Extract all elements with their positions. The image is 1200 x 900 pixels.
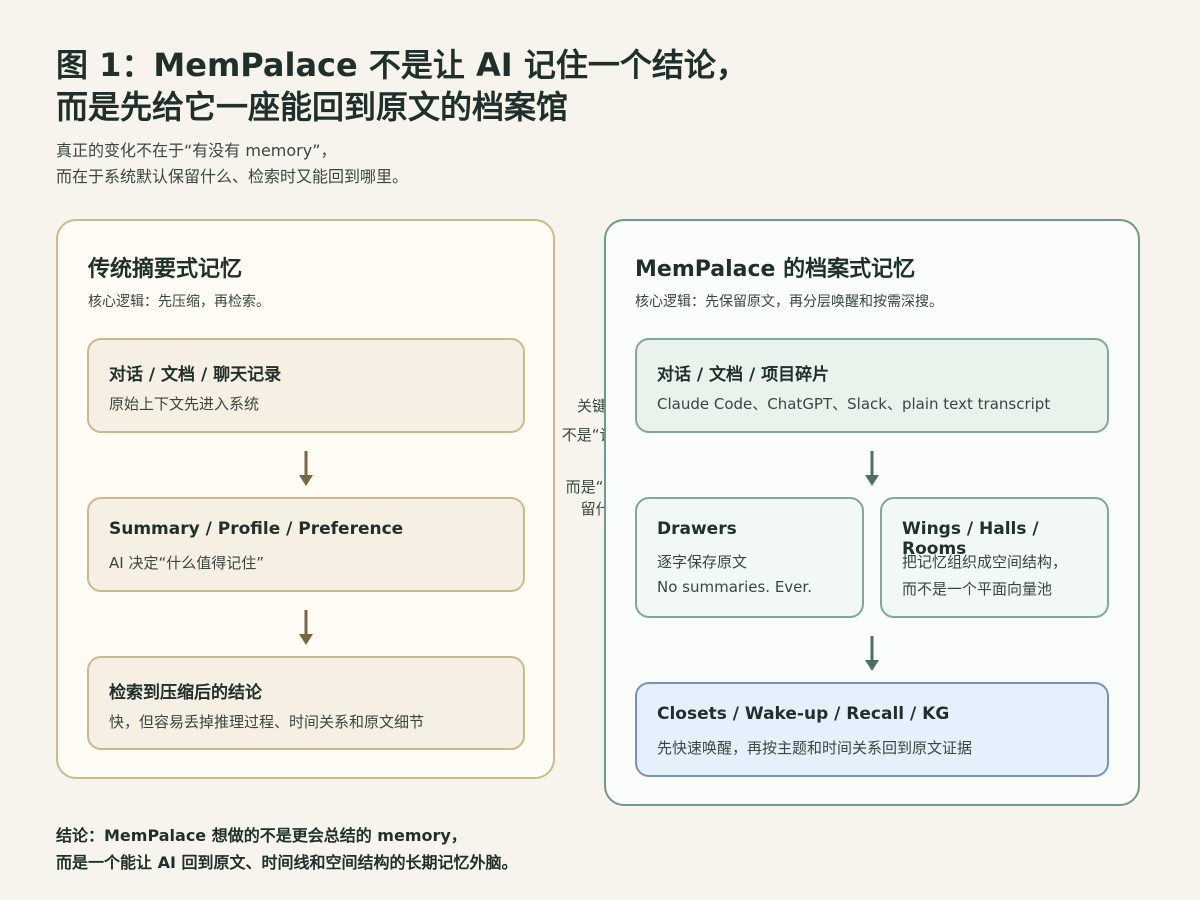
- figure-title: 图 1：MemPalace 不是让 AI 记住一个结论， 而是先给它一座能回到原…: [56, 44, 748, 128]
- arrow-down-icon: [299, 610, 313, 646]
- drawers-line2: No summaries. Ever.: [657, 578, 812, 596]
- figure-subtitle-line2: 而在于系统默认保留什么、检索时又能回到哪里。: [56, 167, 409, 186]
- drawers-title: Drawers: [657, 519, 737, 539]
- summary-box: Summary / Profile / Preference AI 决定“什么值…: [87, 497, 525, 592]
- drawers-line1: 逐字保存原文: [657, 553, 748, 571]
- raw-input-box: 对话 / 文档 / 聊天记录 原始上下文先进入系统: [87, 338, 525, 433]
- figure-subtitle: 真正的变化不在于“有没有 memory”， 而在于系统默认保留什么、检索时又能回…: [56, 138, 408, 190]
- wings-halls-rooms-line2: 而不是一个平面向量池: [902, 580, 1053, 598]
- arrow-down-icon: [865, 636, 879, 672]
- summary-title: Summary / Profile / Preference: [109, 519, 404, 539]
- figure-subtitle-line1: 真正的变化不在于“有没有 memory”，: [56, 141, 337, 160]
- conclusion-line2: 而是一个能让 AI 回到原文、时间线和空间结构的长期记忆外脑。: [56, 853, 518, 872]
- wings-halls-rooms-box: Wings / Halls / Rooms 把记忆组织成空间结构， 而不是一个平…: [880, 497, 1109, 618]
- compressed-result-title: 检索到压缩后的结论: [109, 683, 262, 703]
- source-fragments-title: 对话 / 文档 / 项目碎片: [657, 365, 830, 385]
- closets-recall-text: 先快速唤醒，再按主题和时间关系回到原文证据: [657, 739, 973, 757]
- traditional-memory-panel: 传统摘要式记忆 核心逻辑：先压缩，再检索。 对话 / 文档 / 聊天记录 原始上…: [56, 219, 555, 779]
- raw-input-text: 原始上下文先进入系统: [109, 395, 260, 413]
- source-fragments-text: Claude Code、ChatGPT、Slack、plain text tra…: [657, 395, 1051, 413]
- mempalace-memory-title: MemPalace 的档案式记忆: [635, 257, 916, 282]
- drawers-box: Drawers 逐字保存原文 No summaries. Ever.: [635, 497, 864, 618]
- arrow-down-icon: [299, 451, 313, 487]
- figure-title-line2: 而是先给它一座能回到原文的档案馆: [56, 88, 569, 126]
- source-fragments-box: 对话 / 文档 / 项目碎片 Claude Code、ChatGPT、Slack…: [635, 338, 1109, 433]
- mempalace-memory-panel: MemPalace 的档案式记忆 核心逻辑：先保留原文，再分层唤醒和按需深搜。 …: [604, 219, 1140, 806]
- traditional-memory-title: 传统摘要式记忆: [88, 257, 243, 282]
- compressed-result-text: 快，但容易丢掉推理过程、时间关系和原文细节: [109, 713, 425, 731]
- compressed-result-box: 检索到压缩后的结论 快，但容易丢掉推理过程、时间关系和原文细节: [87, 656, 525, 750]
- wings-halls-rooms-title: Wings / Halls / Rooms: [902, 519, 1039, 559]
- summary-text: AI 决定“什么值得记住”: [109, 554, 264, 572]
- closets-recall-title: Closets / Wake-up / Recall / KG: [657, 704, 950, 724]
- wings-halls-rooms-line1: 把记忆组织成空间结构，: [902, 553, 1068, 571]
- raw-input-title: 对话 / 文档 / 聊天记录: [109, 365, 282, 385]
- figure-title-line1: 图 1：MemPalace 不是让 AI 记住一个结论，: [56, 46, 748, 84]
- conclusion-line1: 结论：MemPalace 想做的不是更会总结的 memory，: [56, 826, 467, 845]
- conclusion: 结论：MemPalace 想做的不是更会总结的 memory， 而是一个能让 A…: [56, 822, 517, 876]
- arrow-down-icon: [865, 451, 879, 487]
- mempalace-memory-logic: 核心逻辑：先保留原文，再分层唤醒和按需深搜。: [635, 294, 943, 310]
- closets-recall-box: Closets / Wake-up / Recall / KG 先快速唤醒，再按…: [635, 682, 1109, 777]
- traditional-memory-logic: 核心逻辑：先压缩，再检索。: [88, 294, 270, 310]
